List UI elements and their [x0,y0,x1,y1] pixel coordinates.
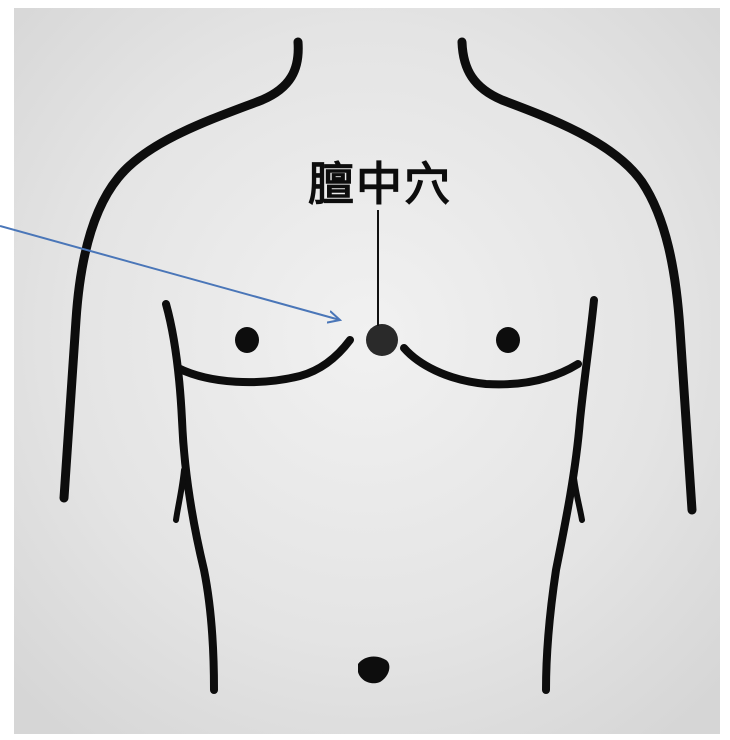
acupoint-dot [366,324,398,356]
left-nipple [235,327,259,353]
illustration-background [14,8,720,734]
acupoint-label: 膻中穴 [308,157,452,211]
right-nipple [496,327,520,353]
